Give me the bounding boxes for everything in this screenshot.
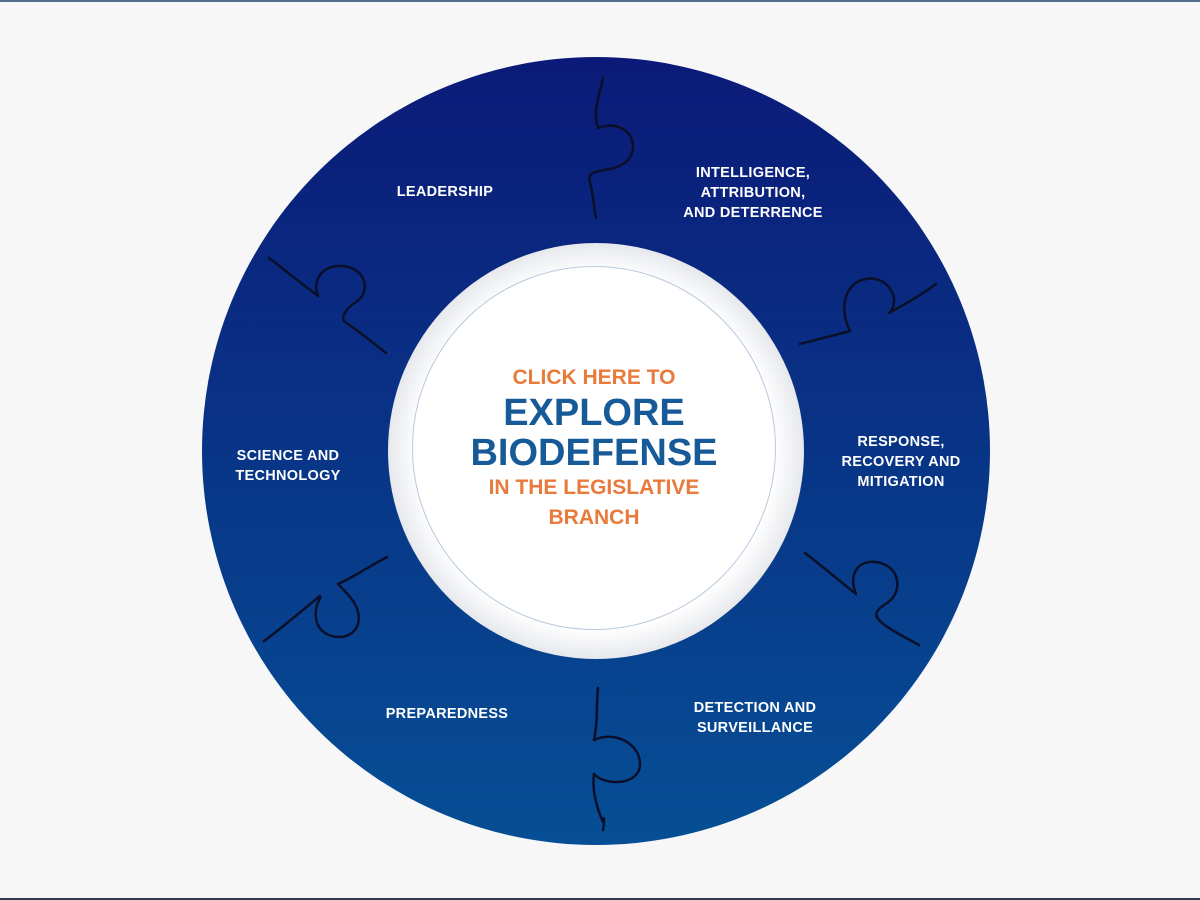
seam-upper-left [267, 256, 388, 355]
cta-line-4: IN THE LEGISLATIVE [488, 476, 700, 499]
segment-preparedness[interactable]: PREPAREDNESS [385, 706, 509, 722]
seam-upper-right [798, 277, 938, 346]
cta-line-2: EXPLORE [503, 392, 685, 434]
top-border [0, 0, 1200, 2]
segment-intelligence-attribution-deterrence[interactable]: INTELLIGENCE, ATTRIBUTION, AND DETERRENC… [683, 165, 823, 221]
segment-response-recovery-mitigation[interactable]: RESPONSE, RECOVERY AND MITIGATION [841, 434, 961, 490]
seam-top [588, 76, 635, 220]
segment-leadership[interactable]: LEADERSHIP [396, 184, 494, 200]
cta-line-5: BRANCH [548, 506, 640, 529]
seam-lower-left [262, 555, 389, 643]
cta-line-1: CLICK HERE TO [512, 366, 676, 389]
bottom-border [0, 898, 1200, 900]
cta-line-3: BIODEFENSE [470, 432, 718, 474]
segment-science-technology[interactable]: SCIENCE AND TECHNOLOGY [235, 448, 341, 484]
segment-detection-surveillance[interactable]: DETECTION AND SURVEILLANCE [693, 700, 817, 736]
explore-biodefense-button[interactable]: CLICK HERE TO EXPLORE BIODEFENSE IN THE … [412, 266, 776, 630]
seam-lower-right [803, 551, 921, 647]
seam-bottom [592, 686, 642, 832]
